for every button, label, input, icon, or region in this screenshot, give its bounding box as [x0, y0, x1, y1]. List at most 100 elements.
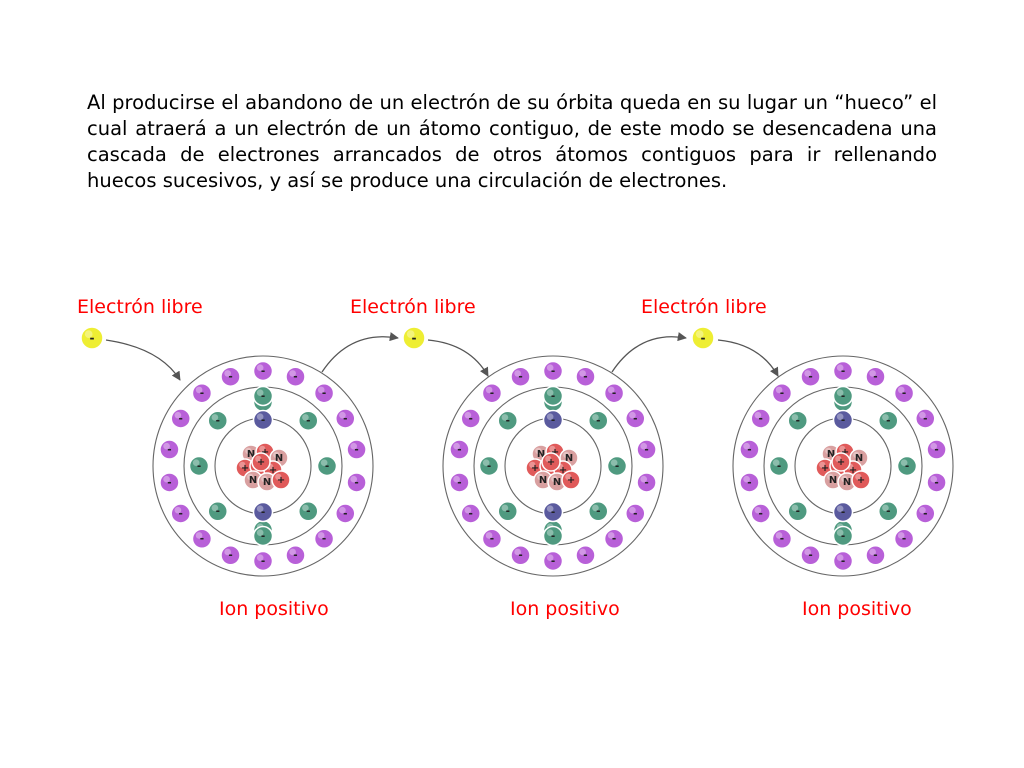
outer-shell-electron: -: [481, 528, 503, 550]
svg-text:N: N: [539, 475, 547, 486]
orbit-ring: [732, 355, 954, 577]
svg-text:-: -: [923, 413, 927, 425]
svg-text:-: -: [551, 506, 555, 518]
svg-text:-: -: [551, 414, 555, 426]
explanation-paragraph: Al producirse el abandono de un electrón…: [87, 91, 937, 192]
svg-text:-: -: [200, 533, 204, 545]
svg-text:-: -: [89, 331, 94, 345]
outer-shell-electron: -: [771, 382, 793, 404]
outer-shell-electron: -: [926, 472, 947, 493]
inner-shell-electron: -: [252, 409, 274, 431]
atom-3: N+N+++NN++------------------------------: [732, 355, 954, 577]
svg-text:-: -: [261, 414, 265, 426]
outer-shell-electron: -: [346, 439, 367, 460]
outer-shell-electron: -: [313, 382, 335, 404]
free-electron-1: -: [80, 326, 104, 350]
outer-shell-electron: -: [832, 550, 854, 572]
middle-shell-electron: -: [542, 385, 564, 407]
outer-shell-electron: -: [449, 439, 470, 460]
svg-text:-: -: [179, 508, 183, 520]
positive-ion-label-1: Ion positivo: [219, 598, 329, 620]
outer-shell-electron: -: [335, 503, 356, 524]
svg-text:N: N: [249, 475, 257, 486]
svg-text:-: -: [197, 460, 201, 472]
inner-shell-electron: -: [832, 501, 854, 523]
svg-text:-: -: [841, 530, 845, 542]
outer-shell-electron: -: [460, 408, 481, 429]
svg-text:-: -: [490, 388, 494, 400]
svg-text:-: -: [343, 413, 347, 425]
svg-text:+: +: [269, 465, 277, 476]
middle-shell-electron: -: [252, 385, 274, 407]
svg-text:-: -: [200, 388, 204, 400]
svg-text:-: -: [902, 533, 906, 545]
outer-shell-electron: -: [926, 439, 947, 460]
middle-shell-electron: -: [878, 410, 899, 431]
outer-shell-electron: -: [252, 550, 274, 572]
svg-text:-: -: [796, 506, 800, 518]
outer-shell-electron: -: [771, 528, 793, 550]
svg-text:N: N: [537, 449, 545, 460]
middle-shell-electron: -: [588, 410, 609, 431]
outer-shell-electron: -: [252, 360, 274, 382]
svg-text:-: -: [886, 506, 890, 518]
free-electron-3: -: [691, 326, 715, 350]
outer-shell-electron: -: [625, 503, 646, 524]
svg-text:-: -: [747, 477, 751, 489]
svg-text:-: -: [261, 506, 265, 518]
middle-shell-electron: -: [606, 455, 628, 477]
transfer-arrow-4: [611, 332, 687, 373]
outer-shell-electron: -: [865, 545, 886, 566]
positive-ion-label-3: Ion positivo: [802, 598, 912, 620]
svg-text:-: -: [873, 371, 877, 383]
transfer-arrow-2: [321, 332, 399, 373]
svg-text:+: +: [821, 463, 829, 474]
svg-text:-: -: [343, 508, 347, 520]
svg-text:-: -: [644, 477, 648, 489]
svg-text:-: -: [780, 533, 784, 545]
svg-text:+: +: [547, 457, 555, 468]
svg-text:-: -: [612, 388, 616, 400]
svg-text:-: -: [487, 460, 491, 472]
outer-shell-electron: -: [625, 408, 646, 429]
outer-shell-electron: -: [510, 545, 531, 566]
nucleus: N+N+++NN++: [235, 442, 291, 492]
svg-text:-: -: [596, 415, 600, 427]
svg-text:-: -: [469, 413, 473, 425]
outer-shell-electron: -: [346, 472, 367, 493]
svg-text:-: -: [905, 460, 909, 472]
outer-shell-electron: -: [191, 528, 213, 550]
svg-text:N: N: [829, 475, 837, 486]
free-electron-label-1: Electrón libre: [77, 296, 203, 318]
middle-shell-electron: -: [588, 501, 609, 522]
free-electron-2: -: [402, 326, 426, 350]
middle-shell-electron: -: [832, 525, 854, 547]
svg-text:-: -: [354, 444, 358, 456]
atom-2: N+N+++NN++------------------------------: [442, 355, 664, 577]
middle-shell-electron: -: [497, 410, 518, 431]
nucleus: N+N+++NN++: [525, 442, 581, 492]
middle-shell-electron: -: [896, 455, 918, 477]
atom-1: N+N+++NN++------------------------------: [152, 355, 374, 577]
proton: +: [525, 458, 545, 478]
svg-text:-: -: [759, 508, 763, 520]
outer-shell-electron: -: [603, 382, 625, 404]
nucleus: N+N+++NN++: [815, 442, 871, 492]
svg-text:-: -: [551, 555, 555, 567]
svg-text:+: +: [841, 447, 849, 458]
svg-text:-: -: [873, 550, 877, 562]
svg-text:-: -: [506, 506, 510, 518]
middle-shell-electron: -: [832, 385, 854, 407]
outer-shell-electron: -: [285, 366, 306, 387]
svg-text:N: N: [553, 477, 561, 488]
outer-shell-electron: -: [220, 545, 241, 566]
transfer-arrow-3: [427, 339, 489, 377]
middle-shell-electron: -: [787, 410, 808, 431]
proton: +: [251, 452, 271, 472]
proton: +: [561, 470, 581, 490]
svg-text:+: +: [559, 465, 567, 476]
svg-text:+: +: [837, 457, 845, 468]
svg-text:-: -: [934, 477, 938, 489]
middle-shell-electron: -: [188, 455, 210, 477]
